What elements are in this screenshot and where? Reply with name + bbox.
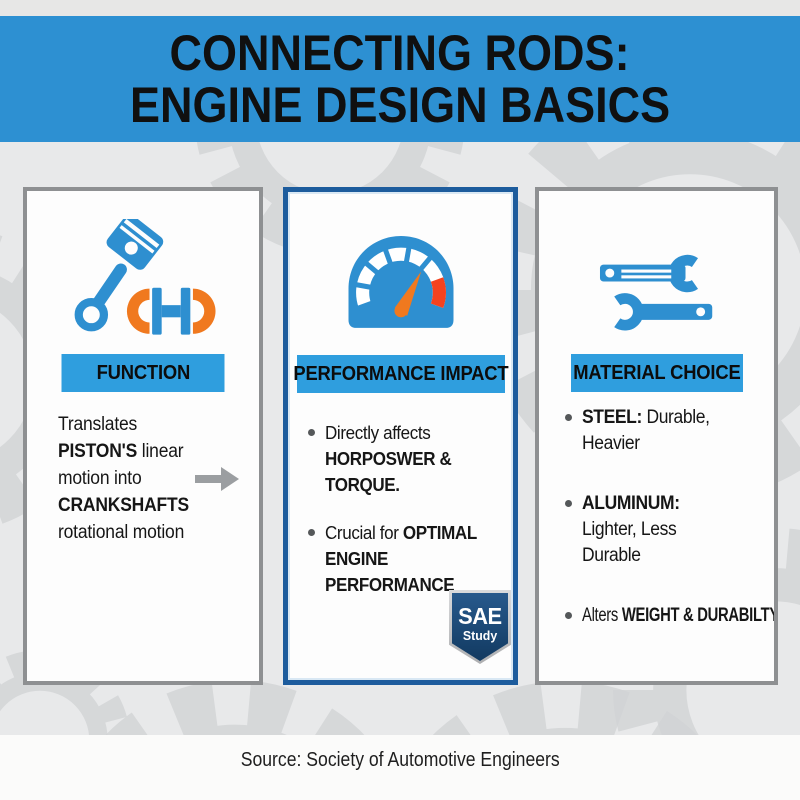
card-performance: PERFORMANCE IMPACT Directly affects HORP… (283, 187, 518, 685)
card-label-function: FUNCTION (61, 354, 225, 392)
badge-title: SAE (458, 603, 502, 629)
header-band: CONNECTING RODS: ENGINE DESIGN BASICS (0, 16, 800, 142)
gauge-icon (348, 236, 453, 328)
page-title-line-2: ENGINE DESIGN BASICS (129, 77, 671, 133)
card-material: MATERIAL CHOICE STEEL: Durable, Heavier … (535, 187, 778, 685)
material-bullet-list: STEEL: Durable, Heavier ALUMINUM:Lighter… (565, 405, 774, 663)
list-item-text: STEEL: Durable, Heavier (582, 407, 710, 454)
list-item-text: ALUMINUM:Lighter, Less Durable (582, 493, 680, 566)
source-attribution: Source: Society of Automotive Engineers (240, 749, 560, 771)
footer-band: Source: Society of Automotive Engineers (0, 735, 800, 800)
bullet-icon (308, 529, 315, 536)
sae-study-badge-face: SAE Study (452, 593, 508, 661)
function-description: Translates PISTON'S linear motion into C… (58, 414, 190, 543)
list-item: Directly affects HORPOSWER & TORQUE. (308, 420, 505, 498)
card-label-text: PERFORMANCE IMPACT (292, 362, 509, 385)
list-item-text: Alters WEIGHT & DURABILTY (582, 605, 778, 626)
card-label-material: MATERIAL CHOICE (570, 354, 743, 392)
card-label-performance: PERFORMANCE IMPACT (293, 355, 508, 393)
list-item: Crucial for OPTIMAL ENGINE PERFORMANCE (308, 520, 505, 598)
card-label-text: MATERIAL CHOICE (572, 361, 741, 384)
page-title-line-1: CONNECTING RODS: (169, 25, 630, 81)
card-function: FUNCTION Translates PISTON'S linear moti… (23, 187, 263, 685)
list-item-text: Crucial for OPTIMAL ENGINE PERFORMANCE (325, 522, 477, 595)
badge-subtitle: Study (462, 628, 498, 643)
wrenches-icon (599, 254, 712, 331)
list-item-text: Directly affects HORPOSWER & TORQUE. (325, 422, 452, 495)
bullet-icon (308, 429, 315, 436)
sae-study-badge: SAE Study (449, 590, 511, 664)
bullet-icon (565, 500, 572, 507)
card-label-text: FUNCTION (96, 361, 190, 384)
top-strip (0, 0, 800, 16)
list-item: STEEL: Durable, Heavier (565, 405, 750, 457)
performance-bullet-list: Directly affects HORPOSWER & TORQUE. Cru… (308, 420, 505, 620)
piston-crankshaft-icon (74, 219, 216, 335)
list-item: Alters WEIGHT & DURABILTY (565, 603, 774, 629)
arrow-right-icon (195, 467, 239, 491)
bullet-icon (565, 612, 572, 619)
bullet-icon (565, 414, 572, 421)
list-item: ALUMINUM:Lighter, Less Durable (565, 491, 750, 569)
